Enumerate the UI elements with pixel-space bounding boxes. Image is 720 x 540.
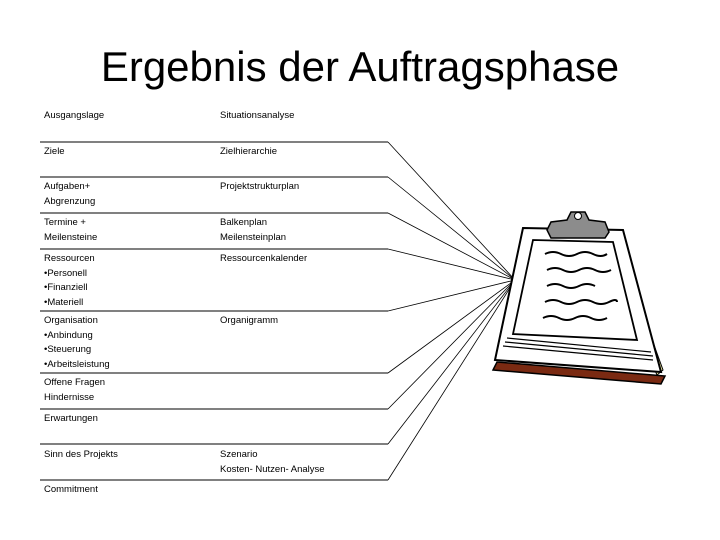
result-line: Balkenplan	[220, 217, 268, 228]
topic-line: Erwartungen	[44, 413, 98, 424]
topic-line: Ziele	[44, 146, 65, 157]
topic-line: •Anbindung	[44, 329, 93, 341]
connector-line	[387, 279, 516, 410]
connector-line	[387, 279, 516, 374]
topic-line: Aufgaben+	[44, 181, 91, 192]
topic-cell: Ausgangslage	[44, 109, 104, 124]
topic-cell: Ressourcen •Personell •Finanziell •Materiel…	[44, 252, 95, 310]
result-line: Projektstrukturplan	[220, 181, 300, 192]
topic-line: •Finanziell	[44, 282, 88, 293]
topic-cell: Erwartungen	[44, 412, 98, 427]
topic-line: Meilensteine	[44, 231, 98, 243]
result-line: Situationsanalyse	[220, 110, 295, 121]
clipboard-icon	[491, 211, 667, 385]
result-cell: Projektstrukturplan	[220, 180, 299, 195]
connector-line	[387, 279, 516, 312]
topic-line: Organisation	[44, 315, 98, 326]
result-cell: Situationsanalyse	[220, 109, 294, 124]
result-line: Kosten- Nutzen- Analyse	[220, 463, 325, 475]
result-line: Zielhierarchie	[220, 146, 278, 157]
connector-line	[387, 176, 516, 281]
result-cell: Ressourcenkalender	[220, 252, 307, 267]
topic-cell: Organisation •Anbindung •Steuerung •Arbeits…	[44, 314, 110, 372]
topic-line: •Steuerung	[44, 344, 92, 355]
topic-line: Offene Fragen	[44, 377, 106, 388]
topic-line: Termine +	[44, 217, 86, 228]
topic-cell: Aufgaben+ Abgrenzung	[44, 180, 95, 209]
connector-line	[387, 279, 516, 445]
topic-line: Sinn des Projekts	[44, 449, 118, 460]
topic-line: •Arbeitsleistung	[44, 358, 110, 370]
connector-line	[387, 212, 516, 281]
topic-line: Abgrenzung	[44, 195, 96, 207]
result-line: Organigramm	[220, 315, 279, 326]
page-title: Ergebnis der Auftragsphase	[100, 43, 620, 90]
topic-line: •Personell	[44, 267, 87, 279]
result-cell: Zielhierarchie	[220, 145, 277, 160]
topic-cell: Ziele	[44, 145, 65, 160]
topic-line: Hindernisse	[44, 391, 95, 403]
result-line: Ressourcenkalender	[220, 253, 308, 264]
result-line: Szenario	[220, 449, 258, 460]
topic-cell: Sinn des Projekts	[44, 448, 118, 463]
topic-cell: Termine + Meilensteine	[44, 216, 97, 245]
connector-line	[387, 279, 516, 481]
result-line: Meilensteinplan	[220, 231, 287, 243]
topic-line: Commitment	[44, 484, 98, 495]
connector-line	[387, 248, 516, 281]
result-cell: Organigramm	[220, 314, 278, 329]
connector-line	[387, 141, 516, 281]
topic-cell: Commitment	[44, 483, 98, 498]
topic-line: •Materiell	[44, 296, 84, 308]
topic-line: Ressourcen	[44, 253, 95, 264]
topic-line: Ausgangslage	[44, 110, 105, 121]
